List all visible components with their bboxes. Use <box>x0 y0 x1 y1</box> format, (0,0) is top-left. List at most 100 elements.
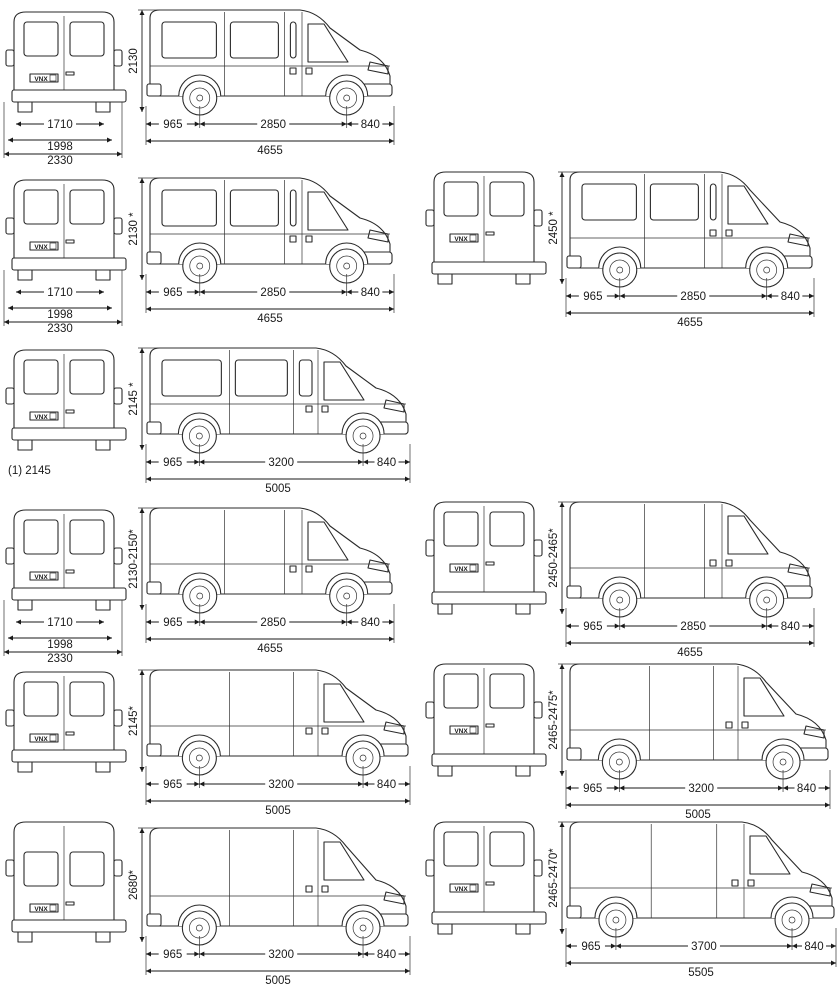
badge-plate <box>29 73 59 83</box>
rear-wheel-left <box>437 765 453 777</box>
rear-view: VNX <box>5 349 127 451</box>
van-body <box>149 827 407 927</box>
headlight <box>787 233 809 247</box>
track-inner-label: 1710 <box>47 617 73 629</box>
height-label: 2130-2150* <box>128 529 140 589</box>
rear-bumper <box>11 749 127 763</box>
door-handle <box>485 231 495 236</box>
badge-text: VNX <box>34 736 48 743</box>
rear-wheel-left <box>17 101 33 113</box>
rear-wheel-left <box>437 603 453 615</box>
sliding-door-handle <box>289 67 297 75</box>
overhang-label: 965 <box>583 621 602 633</box>
wheelbase-label: 2850 <box>680 621 706 633</box>
track-body-label: 1998 <box>47 309 73 321</box>
wheelbase-label: 2850 <box>680 291 706 303</box>
right-mirror <box>533 209 543 227</box>
side-view <box>146 507 393 614</box>
length-label: 5005 <box>265 483 291 495</box>
rear-wheel-right <box>515 765 531 777</box>
van-body <box>149 9 391 97</box>
badge-icon <box>49 242 57 250</box>
rear-wheel-right <box>95 101 111 113</box>
badge-icon <box>469 234 477 242</box>
van-body <box>569 663 827 761</box>
badge-plate <box>29 241 59 251</box>
wheelbase-label: 3200 <box>688 783 714 795</box>
headlight <box>809 883 831 897</box>
rear-wheel-right <box>95 439 111 451</box>
height-label: 2450-2465* <box>548 528 560 588</box>
badge-icon <box>469 884 477 892</box>
length-label: 5005 <box>685 809 711 821</box>
left-mirror <box>425 209 435 227</box>
footnote-label: (1) 2145 <box>8 465 51 477</box>
rear-window-left <box>23 851 59 887</box>
side-window-middle <box>229 189 279 227</box>
wheelbase-label: 3200 <box>268 779 294 791</box>
rear-view: VNX <box>5 179 127 281</box>
right-mirror <box>113 709 123 727</box>
cab-window <box>307 191 349 231</box>
van-body <box>149 177 391 265</box>
rear-bumper-side <box>566 747 582 761</box>
rear-bumper <box>431 753 547 767</box>
van-body <box>149 669 407 757</box>
rear-window-left <box>23 681 59 717</box>
overhang-label: 965 <box>163 457 182 469</box>
rear-wheel-right <box>95 931 111 943</box>
length-label: 4655 <box>257 643 283 655</box>
track-mirrors-label: 2330 <box>47 653 73 665</box>
cab-door-handle <box>321 405 329 413</box>
side-window-front <box>289 189 297 227</box>
rear-window-right <box>489 181 525 217</box>
cab-door-handle <box>747 879 755 887</box>
track-mirrors-label: 2330 <box>47 323 73 335</box>
side-window-rear <box>581 183 637 221</box>
rear-window-left <box>23 21 59 57</box>
badge-plate <box>29 733 59 743</box>
rear-bumper-side <box>566 905 582 919</box>
overhang-label: 965 <box>163 779 182 791</box>
height-label: 2145* <box>128 705 140 736</box>
cab-window <box>749 835 791 875</box>
side-window-rear <box>161 189 217 227</box>
overhang-label: 840 <box>361 119 380 131</box>
headlight <box>367 559 389 573</box>
overhang-label: 965 <box>583 783 602 795</box>
length-label: 4655 <box>257 313 283 325</box>
sliding-door-handle <box>289 235 297 243</box>
track-mirrors-label: 2330 <box>47 155 73 167</box>
side-window-middle <box>649 183 699 221</box>
badge-text: VNX <box>454 566 468 573</box>
overhang-label: 965 <box>581 941 600 953</box>
track-inner-label: 1710 <box>47 119 73 131</box>
rear-bumper-side <box>146 83 162 97</box>
door-handle <box>65 409 75 414</box>
length-label: 5005 <box>265 975 291 987</box>
overhang-label: 965 <box>163 617 182 629</box>
rear-wheel-left <box>17 931 33 943</box>
rear-bumper-side <box>146 913 162 927</box>
rear-bumper-side <box>146 251 162 265</box>
track-body-label: 1998 <box>47 141 73 153</box>
overhang-label: 965 <box>163 119 182 131</box>
height-label: 2465-2475* <box>548 690 560 750</box>
sliding-door-handle <box>289 565 297 573</box>
overhang-label: 840 <box>377 779 396 791</box>
badge-icon <box>49 74 57 82</box>
rear-view: VNX <box>425 501 547 615</box>
length-label: 4655 <box>257 145 283 157</box>
sliding-door-handle <box>725 721 733 729</box>
badge-icon <box>49 412 57 420</box>
right-mirror <box>113 49 123 67</box>
right-mirror <box>113 547 123 565</box>
overhang-label: 965 <box>583 291 602 303</box>
rear-bumper-side <box>566 585 582 599</box>
badge-text: VNX <box>34 414 48 421</box>
height-label: 2130 <box>128 48 140 74</box>
